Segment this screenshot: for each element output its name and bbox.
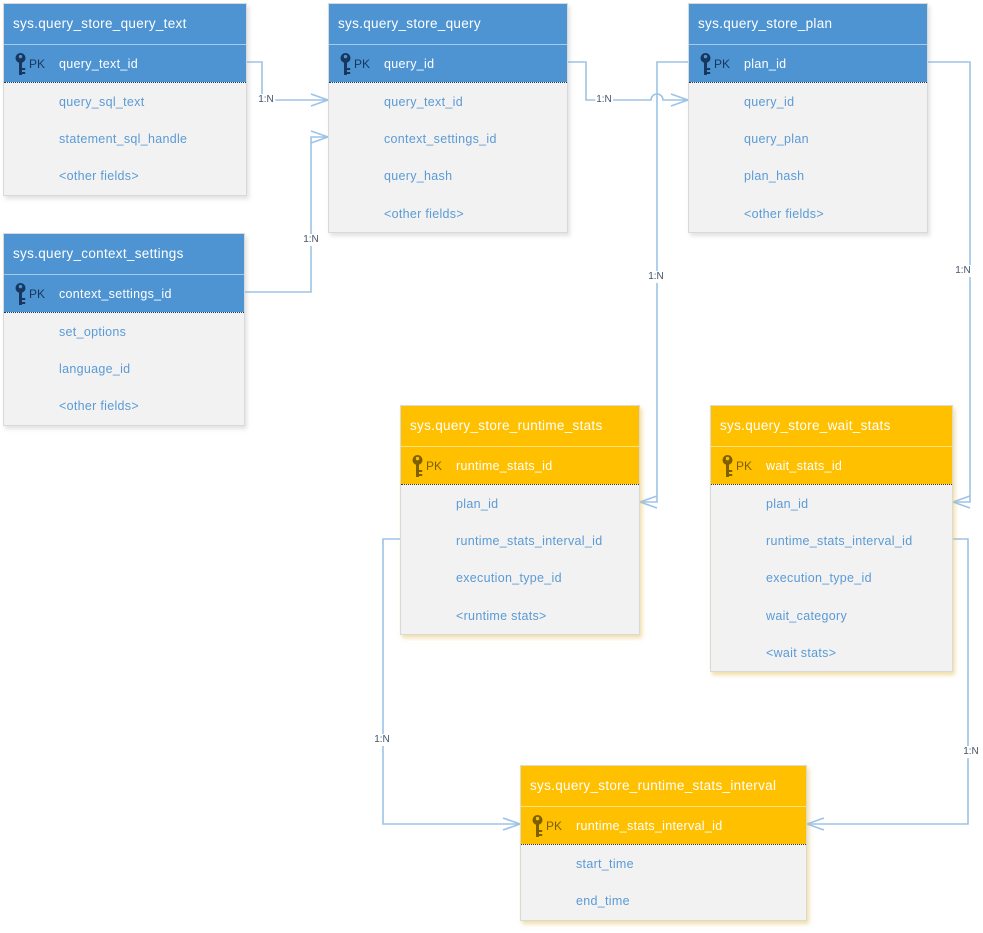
field-row: <runtime stats> [456, 608, 547, 623]
field-row: wait_category [766, 608, 848, 623]
field-row: runtime_stats_interval_id [456, 533, 603, 548]
pk-badge: PK [354, 56, 371, 71]
pk-field-name: wait_stats_id [766, 458, 843, 473]
field-row: <other fields> [384, 206, 464, 221]
pk-divider [4, 312, 244, 313]
primary-key-row: PK query_text_id [4, 44, 246, 82]
primary-key-row: PK runtime_stats_id [401, 446, 639, 484]
pk-badge: PK [29, 56, 46, 71]
pk-divider [711, 484, 952, 485]
table-title: sys.query_store_wait_stats [711, 406, 952, 446]
field-row: query_hash [384, 169, 453, 184]
primary-key-icon [339, 52, 352, 76]
table-title: sys.query_store_query_text [4, 4, 246, 44]
relationship-connector [247, 61, 328, 101]
pk-badge: PK [714, 56, 731, 71]
primary-key-row: PK query_id [329, 44, 567, 82]
relationship-connector [382, 538, 520, 825]
pk-field-name: query_id [384, 56, 435, 71]
primary-key-row: PK wait_stats_id [711, 446, 952, 484]
primary-key-row: PK context_settings_id [4, 274, 244, 312]
relationship-connector [807, 538, 969, 825]
pk-field-name: runtime_stats_interval_id [576, 818, 723, 833]
relationship-connector [245, 136, 328, 293]
table-title: sys.query_store_plan [689, 4, 927, 44]
field-row: context_settings_id [384, 131, 497, 146]
pk-divider [4, 82, 246, 83]
pk-badge: PK [29, 286, 46, 301]
field-row: query_text_id [384, 94, 463, 109]
field-row: end_time [576, 893, 630, 908]
field-row: <other fields> [59, 169, 139, 184]
relationship-connector [640, 61, 688, 503]
primary-key-icon [721, 454, 734, 478]
field-row: plan_id [456, 496, 499, 511]
primary-key-icon [531, 814, 544, 838]
field-row: runtime_stats_interval_id [766, 533, 913, 548]
field-row: start_time [576, 856, 634, 871]
pk-field-name: query_text_id [59, 56, 138, 71]
pk-divider [401, 484, 639, 485]
pk-divider [689, 82, 927, 83]
primary-key-row: PK runtime_stats_interval_id [521, 806, 806, 844]
field-row: set_options [59, 324, 127, 339]
field-row: execution_type_id [766, 571, 872, 586]
primary-key-icon [14, 52, 27, 76]
primary-key-icon [411, 454, 424, 478]
relationship-connector [568, 61, 688, 101]
field-row: execution_type_id [456, 571, 562, 586]
pk-field-name: context_settings_id [59, 286, 172, 301]
field-row: statement_sql_handle [59, 131, 188, 146]
field-row: <other fields> [59, 399, 139, 414]
field-row: query_plan [744, 131, 809, 146]
connector-arrowhead [804, 817, 825, 831]
pk-badge: PK [736, 458, 753, 473]
field-row: <wait stats> [766, 645, 837, 660]
relationship-connector [928, 61, 971, 503]
table-title: sys.query_context_settings [4, 234, 244, 274]
primary-key-row: PK plan_id [689, 44, 927, 82]
field-row: query_sql_text [59, 94, 145, 109]
field-row: query_id [744, 94, 795, 109]
pk-badge: PK [426, 458, 443, 473]
table-title: sys.query_store_query [329, 4, 567, 44]
table-title: sys.query_store_runtime_stats_interval [521, 766, 806, 806]
pk-divider [329, 82, 567, 83]
field-row: <other fields> [744, 206, 824, 221]
pk-field-name: plan_id [744, 56, 787, 71]
field-row: plan_id [766, 496, 809, 511]
connector-arrowhead [950, 495, 971, 509]
field-row: language_id [59, 361, 131, 376]
connector-arrowhead [637, 495, 658, 509]
table-title: sys.query_store_runtime_stats [401, 406, 639, 446]
primary-key-icon [699, 52, 712, 76]
pk-field-name: runtime_stats_id [456, 458, 553, 473]
primary-key-icon [14, 282, 27, 306]
pk-divider [521, 844, 806, 845]
field-row: plan_hash [744, 169, 805, 184]
pk-badge: PK [546, 818, 563, 833]
